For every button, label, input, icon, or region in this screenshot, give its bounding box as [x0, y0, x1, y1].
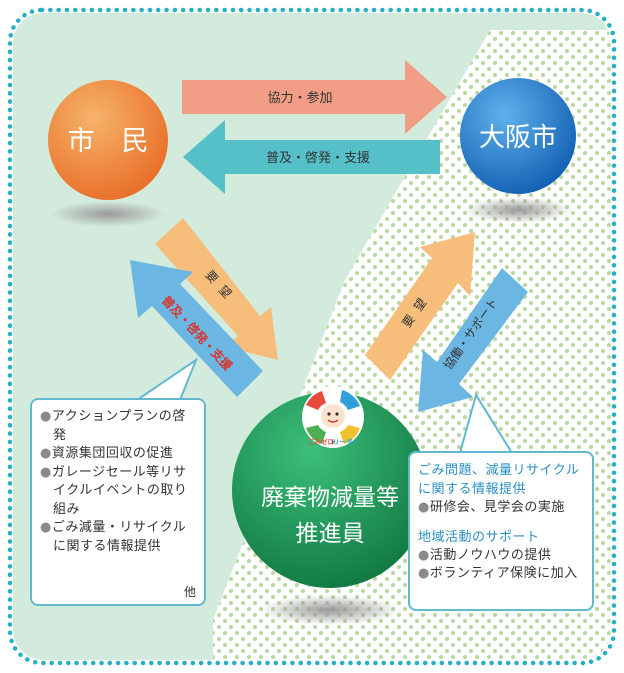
bullet-icon: ●	[40, 520, 52, 535]
right-box-heading-info: ごみ問題、減量リサイクルに関する情報提供	[418, 463, 580, 497]
citizen-label: 市 民	[68, 126, 149, 157]
right-box-item: ●活動ノウハウの提供	[418, 547, 586, 566]
arrow-citizen-to-promoter	[155, 218, 278, 360]
arrow-promoter-to-city	[365, 232, 475, 380]
promoter-label-line1: 廃棄物減量等	[261, 485, 399, 511]
citizen-node	[48, 80, 168, 200]
label-citizen-to-city: 協力・参加	[267, 90, 332, 106]
arrow-citizen-to-city	[182, 60, 447, 134]
right-box-heading-support: 地域活動のサポート	[418, 529, 540, 545]
left-box-item: ●ごみ減量・リサイクルに関する情報提供	[40, 519, 198, 556]
bullet-icon: ●	[40, 446, 52, 461]
bullet-icon: ●	[418, 500, 430, 515]
bullet-icon: ●	[418, 547, 430, 563]
gomizero-leader-logo: ごみゼロ × リーダー	[302, 386, 364, 448]
osaka-city-label: 大阪市	[479, 123, 557, 153]
arrow-city-to-citizen	[183, 120, 440, 194]
logo-text-x: ×	[330, 438, 335, 446]
logo-text-left: ごみゼロ	[308, 437, 334, 446]
left-activity-box: ●アクションプランの啓発 ●資源集団回収の促進 ●ガレージセール等リサイクルイベ…	[30, 398, 206, 606]
osaka-city-shadow	[463, 197, 573, 223]
right-box-item-text: 活動ノウハウの提供	[429, 547, 552, 563]
label-city-to-citizen: 普及・啓発・支援	[266, 151, 370, 166]
right-box-item: ●ボランティア保険に加入	[418, 565, 586, 584]
right-support-box: ごみ問題、減量リサイクルに関する情報提供 ●研修会、見学会の実施 地域活動のサポ…	[408, 451, 594, 611]
right-box-item-text: ボランティア保険に加入	[429, 566, 578, 581]
left-box-item-text: ガレージセール等リサイクルイベントの取り組み	[51, 464, 188, 517]
left-box-item-text: 資源集団回収の促進	[51, 446, 174, 461]
promoter-shadow	[258, 595, 402, 625]
bullet-icon: ●	[418, 566, 430, 581]
right-box-item-text: 研修会、見学会の実施	[429, 500, 565, 515]
bullet-icon: ●	[40, 464, 52, 480]
left-box-item: ●資源集団回収の促進	[40, 445, 198, 464]
osaka-city-node	[460, 78, 576, 194]
left-box-item: ●ガレージセール等リサイクルイベントの取り組み	[40, 464, 198, 520]
left-box-item-text: ごみ減量・リサイクルに関する情報提供	[51, 520, 187, 554]
bullet-icon: ●	[40, 409, 52, 424]
arrow-promoter-to-citizen	[130, 260, 263, 397]
arrow-city-to-promoter	[418, 268, 528, 412]
left-box-item: ●アクションプランの啓発	[40, 408, 198, 445]
promoter-node	[232, 392, 428, 588]
promoter-label-line2: 推進員	[296, 521, 365, 547]
citizen-shadow	[50, 201, 166, 227]
left-box-etc: 他	[183, 585, 196, 599]
right-box-item: ●研修会、見学会の実施	[418, 499, 586, 518]
logo-text-right: リーダー	[333, 437, 359, 446]
left-box-item-text: アクションプランの啓発	[51, 409, 186, 443]
